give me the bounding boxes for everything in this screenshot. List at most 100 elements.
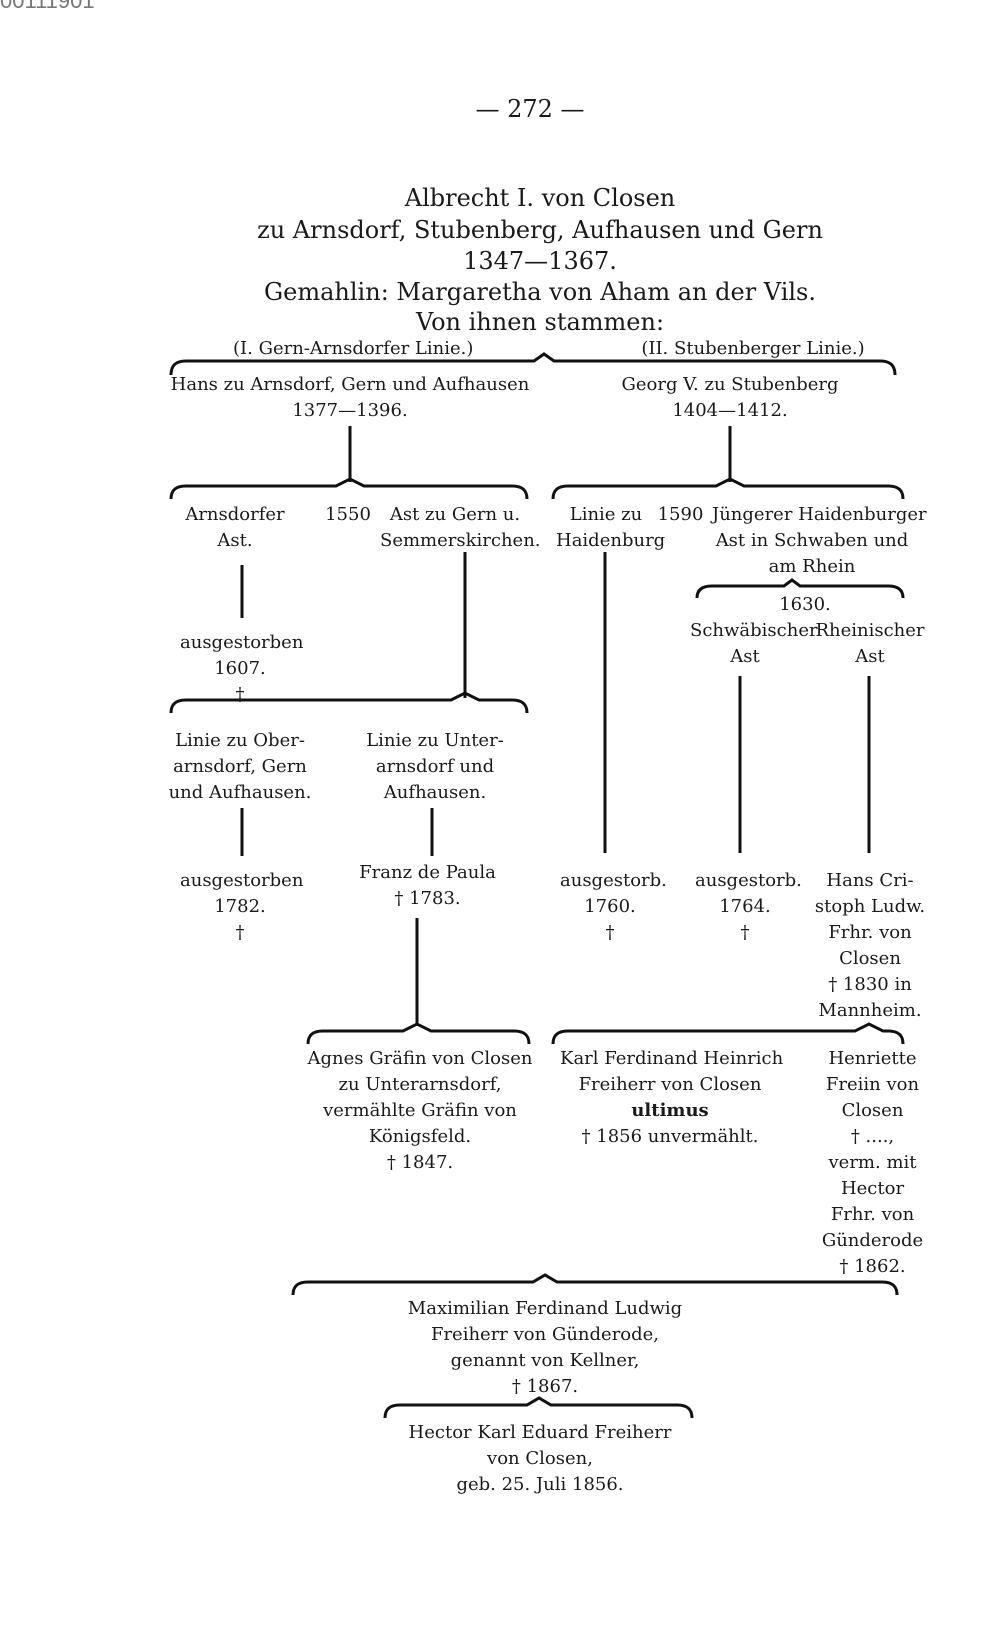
ober-extinct-dagger: † xyxy=(235,922,245,943)
karl-entry: Karl Ferdinand Heinrich Freiherr von Clo… xyxy=(560,1046,784,1150)
rheinischer-line1: Rheinischer xyxy=(815,620,925,641)
agnes-line3: vermählte Gräfin von xyxy=(323,1100,517,1121)
henriette-entry: Henriette Freiin von Closen † ...., verm… xyxy=(815,1046,930,1280)
hector-line3: geb. 25. Juli 1856. xyxy=(456,1474,624,1495)
georg-line1: Georg V. zu Stubenberg xyxy=(621,374,839,395)
henriette-line1: Henriette xyxy=(828,1048,917,1069)
agnes-line1: Agnes Gräfin von Closen xyxy=(307,1048,533,1069)
georg-entry: Georg V. zu Stubenberg 1404—1412. xyxy=(620,372,840,424)
gern-ast-line2: Semmerskirchen. xyxy=(380,530,541,551)
karl-line4: † 1856 unvermählt. xyxy=(581,1126,759,1147)
brace-karl-henriette xyxy=(551,1022,905,1045)
hans-line1: Hans zu Arnsdorf, Gern und Aufhausen xyxy=(170,374,530,395)
ober-extinct-line1: ausgestorben xyxy=(180,870,304,891)
year-1630: 1630. xyxy=(779,594,831,615)
maximilian-line4: † 1867. xyxy=(511,1376,579,1397)
schwaebischer-line2: Ast xyxy=(730,646,760,667)
gern-ast-line1: Ast zu Gern u. xyxy=(389,504,521,525)
brace-maximilian xyxy=(291,1273,899,1296)
unterarnsdorf-line3: Aufhausen. xyxy=(383,782,487,803)
haid-extinct-line1: ausgestorb. xyxy=(560,870,667,891)
hans-christoph-line5: † 1830 in xyxy=(828,974,912,995)
header-spouse: Gemahlin: Margaretha von Aham an der Vil… xyxy=(263,278,816,306)
brace-gern xyxy=(169,691,529,714)
hans-entry: Hans zu Arnsdorf, Gern und Aufhausen 137… xyxy=(165,372,535,424)
hans-christoph-line2: stoph Ludw. xyxy=(814,896,926,917)
agnes-line2: zu Unterarnsdorf, xyxy=(338,1074,502,1095)
henriette-line2: Freiin von xyxy=(825,1074,920,1095)
henriette-line6: Hector xyxy=(840,1178,905,1199)
oberarnsdorf-extinct: ausgestorben 1782. † xyxy=(180,868,304,946)
year-1550: 1550 xyxy=(325,504,371,525)
page-number: — 272 — xyxy=(475,95,585,123)
haidenburg-line1: Linie zu xyxy=(569,504,643,525)
header-titles: zu Arnsdorf, Stubenberg, Aufhausen und G… xyxy=(257,216,823,244)
hans-christoph-line3: Frhr. von xyxy=(828,922,912,943)
franz-line1: Franz de Paula xyxy=(359,862,496,883)
henriette-line8: Günderode xyxy=(821,1230,924,1251)
hans-christoph: Hans Cri- stoph Ludw. Frhr. von Closen †… xyxy=(810,868,930,1024)
henriette-line9: † 1862. xyxy=(839,1256,906,1277)
schwaebischer-line1: Schwäbischer xyxy=(690,620,818,641)
haidenburg-line: Linie zu Haidenburg xyxy=(556,502,666,554)
brace-franz xyxy=(306,1022,531,1045)
corner-id: 00111901 xyxy=(0,0,95,13)
oberarnsdorf-line3: und Aufhausen. xyxy=(168,782,312,803)
hans-line2: 1377—1396. xyxy=(292,400,408,421)
brace-juengerer xyxy=(695,578,905,599)
hector-entry: Hector Karl Eduard Freiherr von Closen, … xyxy=(400,1420,680,1498)
hans-christoph-line1: Hans Cri- xyxy=(826,870,914,891)
ober-extinct-line2: 1782. xyxy=(214,896,266,917)
maximilian-entry: Maximilian Ferdinand Ludwig Freiherr von… xyxy=(395,1296,695,1400)
henriette-line3: Closen xyxy=(841,1100,904,1121)
maximilian-line1: Maximilian Ferdinand Ludwig xyxy=(407,1298,683,1319)
rheinischer-line2: Ast xyxy=(855,646,885,667)
agnes-line5: † 1847. xyxy=(386,1152,454,1173)
maximilian-line2: Freiherr von Günderode, xyxy=(430,1324,660,1345)
line1-label: (I. Gern-Arnsdorfer Linie.) xyxy=(233,338,474,359)
karl-line3: ultimus xyxy=(631,1100,709,1121)
oberarnsdorf-line1: Linie zu Ober- xyxy=(175,730,305,751)
header-name: Albrecht I. von Closen xyxy=(404,184,676,212)
haidenburg-extinct: ausgestorb. 1760. † xyxy=(560,868,667,946)
hans-christoph-line6: Mannheim. xyxy=(818,1000,922,1021)
haid-extinct-dagger: † xyxy=(605,922,615,943)
schw-extinct-line2: 1764. xyxy=(719,896,771,917)
haid-extinct-line2: 1760. xyxy=(584,896,636,917)
oberarnsdorf-line2: arnsdorf, Gern xyxy=(173,756,307,777)
karl-line1: Karl Ferdinand Heinrich xyxy=(560,1048,784,1069)
gern-ast: Ast zu Gern u. Semmerskirchen. xyxy=(380,502,541,554)
karl-line2: Freiherr von Closen xyxy=(578,1074,762,1095)
oberarnsdorf-line: Linie zu Ober- arnsdorf, Gern und Aufhau… xyxy=(165,728,315,806)
brace-georg xyxy=(551,477,905,500)
schwaebisch-extinct: ausgestorb. 1764. † xyxy=(695,868,802,946)
unterarnsdorf-line1: Linie zu Unter- xyxy=(366,730,504,751)
henriette-line5: verm. mit xyxy=(828,1152,917,1173)
hector-line2: von Closen, xyxy=(487,1448,593,1469)
arnsdorfer-extinct-line1: ausgestorben xyxy=(180,632,304,653)
arnsdorfer-line1: Arnsdorfer xyxy=(185,504,285,525)
juengerer-line3: am Rhein xyxy=(768,556,856,577)
arnsdorfer-extinct: ausgestorben 1607. † xyxy=(180,630,304,708)
year-1590: 1590 xyxy=(657,504,704,525)
juengerer-ast: Jüngerer Haidenburger Ast in Schwaben un… xyxy=(712,502,927,580)
line2-label: (II. Stubenberger Linie.) xyxy=(641,338,865,359)
georg-line2: 1404—1412. xyxy=(672,400,788,421)
haidenburg-line2: Haidenburg xyxy=(556,530,666,551)
arnsdorfer-extinct-dagger: † xyxy=(235,684,245,705)
henriette-line7: Frhr. von xyxy=(830,1204,915,1225)
brace-hector xyxy=(383,1396,694,1419)
arnsdorfer-line2: Ast. xyxy=(217,530,253,551)
unterarnsdorf-line2: arnsdorf und xyxy=(375,756,495,777)
hans-christoph-line4: Closen xyxy=(839,948,901,969)
agnes-line4: Königsfeld. xyxy=(368,1126,472,1147)
hector-line1: Hector Karl Eduard Freiherr xyxy=(408,1422,672,1443)
arnsdorfer-ast: Arnsdorfer Ast. xyxy=(180,502,290,554)
schwaebischer-ast: Schwäbischer Ast xyxy=(690,618,818,670)
header-descent: Von ihnen stammen: xyxy=(415,308,665,336)
franz-line2: † 1783. xyxy=(394,888,461,909)
agnes-entry: Agnes Gräfin von Closen zu Unterarnsdorf… xyxy=(305,1046,535,1176)
maximilian-line3: genannt von Kellner, xyxy=(450,1350,640,1371)
